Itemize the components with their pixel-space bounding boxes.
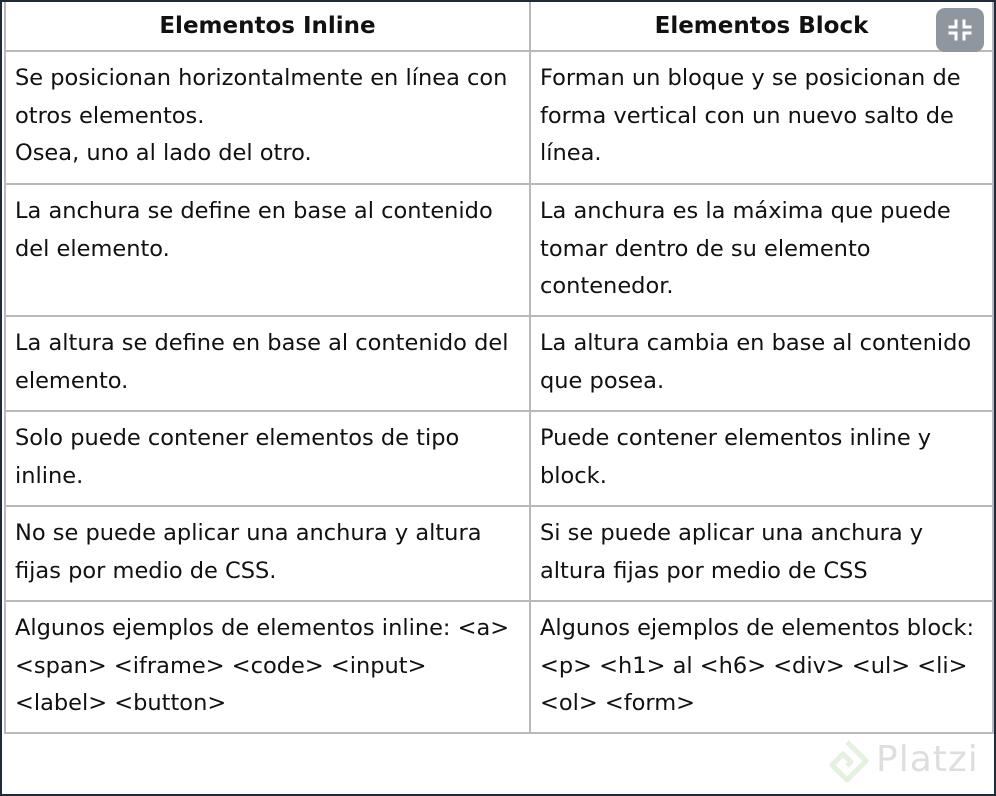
cell-inline-positioning: Se posicionan horizontalmente en línea c…: [4, 50, 531, 185]
cell-block-css-size: Si se puede aplicar una anchura y altura…: [529, 505, 994, 602]
cell-inline-examples: Algunos ejemplos de elementos inline: <a…: [4, 600, 531, 734]
cell-block-width: La anchura es la máxima que puede tomar …: [529, 183, 994, 317]
cell-inline-height: La altura se define en base al contenido…: [4, 315, 531, 412]
platzi-watermark: Platzi: [824, 734, 994, 786]
comparison-table: Elementos Inline Elementos Block Se posi…: [4, 2, 994, 734]
collapse-button[interactable]: [936, 8, 984, 52]
header-inline-elements: Elementos Inline: [4, 2, 531, 52]
cell-inline-width: La anchura se define en base al contenid…: [4, 183, 531, 317]
table-row: La anchura se define en base al contenid…: [4, 183, 994, 317]
table-row: Algunos ejemplos de elementos inline: <a…: [4, 600, 994, 734]
header-block-elements: Elementos Block: [529, 2, 994, 52]
table-row: La altura se define en base al contenido…: [4, 315, 994, 412]
platzi-logo-icon: [829, 740, 869, 783]
table-row: No se puede aplicar una anchura y altura…: [4, 505, 994, 602]
cell-block-height: La altura cambia en base al contenido qu…: [529, 315, 994, 412]
cell-inline-css-size: No se puede aplicar una anchura y altura…: [4, 505, 531, 602]
cell-inline-content: Solo puede contener elementos de tipo in…: [4, 410, 531, 507]
cell-block-examples: Algunos ejemplos de elementos block: <p>…: [529, 600, 994, 734]
watermark-text: Platzi: [876, 739, 979, 780]
cell-block-content: Puede contener elementos inline y block.: [529, 410, 994, 507]
table-row: Se posicionan horizontalmente en línea c…: [4, 50, 994, 185]
table-row: Solo puede contener elementos de tipo in…: [4, 410, 994, 507]
collapse-arrows-icon: [948, 19, 972, 41]
table-header-row: Elementos Inline Elementos Block: [4, 2, 994, 52]
cell-block-positioning: Forman un bloque y se posicionan de form…: [529, 50, 994, 185]
